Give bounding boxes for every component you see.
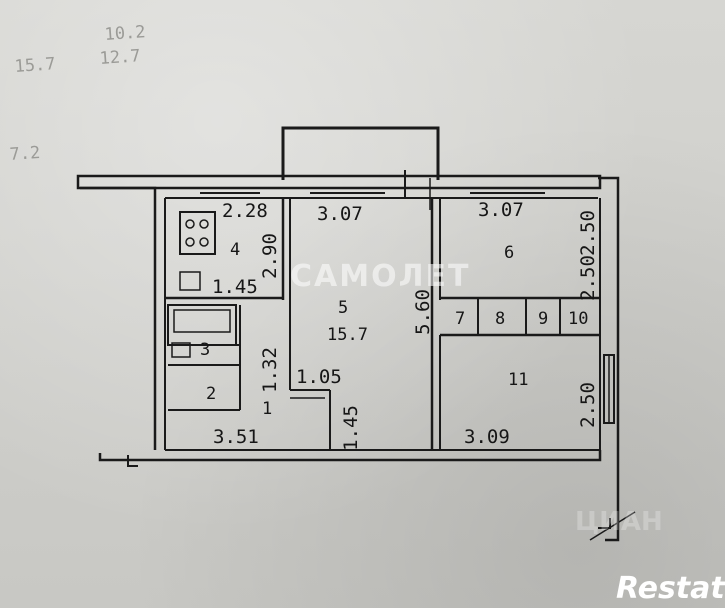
watermark-center: САМОЛЕТ — [290, 259, 470, 294]
room-number: 8 — [495, 309, 505, 329]
dim-bath-width: 1.45 — [212, 276, 258, 298]
dim-bottom-right: 3.09 — [464, 426, 510, 448]
balcony-outline — [281, 126, 440, 180]
faded-mark: 7.2 — [9, 143, 41, 165]
dim-room5-width: 3.07 — [317, 203, 363, 225]
room-number: 5 — [338, 298, 348, 318]
svg-text:Restate: Restate — [616, 571, 725, 606]
burner — [185, 237, 195, 247]
dim-corridor-width: 1.05 — [296, 366, 342, 388]
room-area: 15.7 — [327, 325, 368, 345]
svg-text:ЦИАН: ЦИАН — [575, 507, 663, 537]
faded-mark: 10.2 — [104, 22, 146, 45]
dim-kitchen-width: 2.28 — [222, 200, 268, 222]
washstand — [171, 342, 191, 358]
dim-room6-width: 3.07 — [478, 199, 524, 221]
dim-room6-length: 2.50 — [577, 210, 599, 256]
dim-hall-width: 1.32 — [259, 347, 281, 393]
left-wall — [80, 186, 157, 450]
dim-corridor-length: 1.45 — [340, 405, 362, 451]
room-number: 9 — [538, 309, 548, 329]
dim-bottom-left: 3.51 — [213, 426, 259, 448]
room-number: 2 — [206, 384, 216, 404]
room-number: 10 — [568, 309, 588, 329]
restate-logo: Restate — [616, 571, 725, 606]
room-number: 1 — [262, 399, 272, 419]
watermark-right: ЦИАН — [575, 507, 663, 537]
room-number: 7 — [455, 309, 465, 329]
faded-mark: 12.7 — [99, 46, 141, 69]
corner-diagonal — [589, 511, 636, 541]
dim-kitchen-length: 2.90 — [259, 233, 281, 279]
room-number: 3 — [200, 340, 210, 360]
walls — [76, 126, 636, 542]
burner — [185, 219, 195, 229]
room-number: 11 — [508, 370, 528, 390]
top-wall — [76, 174, 602, 190]
dim-wall-length: 5.60 — [412, 289, 434, 335]
sink — [179, 271, 201, 291]
right-wall — [598, 176, 620, 542]
entry-step — [127, 455, 138, 467]
bathtub — [173, 309, 231, 333]
faded-mark: 15.7 — [14, 54, 56, 77]
dim-room11-length: 2.50 — [577, 382, 599, 428]
bathroom-box — [167, 304, 237, 346]
bottom-wall — [98, 450, 602, 462]
stove — [179, 211, 216, 255]
dim-room6-length-b: 2.50 — [577, 255, 599, 301]
room-number: 6 — [504, 243, 514, 263]
burner — [199, 237, 209, 247]
room-number: 4 — [230, 240, 240, 260]
burner — [199, 219, 209, 229]
